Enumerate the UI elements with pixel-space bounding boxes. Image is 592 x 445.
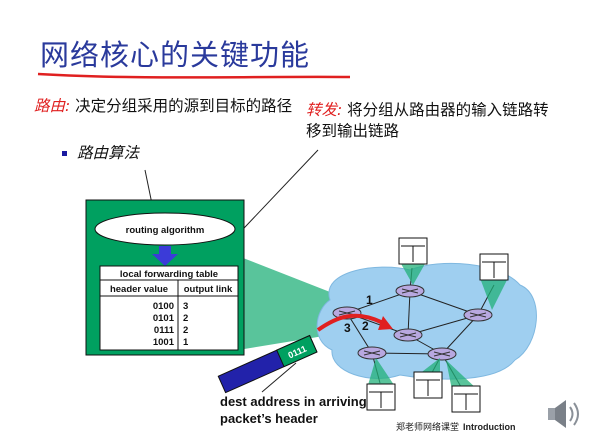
caption-line: packet’s header [220, 411, 318, 426]
forwarding-arrowhead [378, 316, 393, 330]
routing-pointer-line [144, 169, 153, 205]
table-cell: 0111 [154, 325, 175, 336]
router-icon [393, 328, 423, 342]
forwarding-description: 将分组从路由器的输入链路转移到输出链路 [306, 101, 549, 140]
table-cell: 2 [183, 313, 188, 324]
table-cell: 0100 [153, 301, 174, 312]
footer-section: Introduction [463, 422, 516, 432]
host-icon [398, 237, 428, 285]
host-icon [446, 360, 481, 413]
algorithm-ellipse [94, 212, 236, 246]
bullet-text: 路由算法 [77, 144, 140, 162]
router-icon [463, 308, 493, 322]
title-underline [37, 72, 351, 79]
routing-definition: 路由: 决定分组采用的源到目标的路径 [34, 96, 299, 117]
table-header-value: header value [110, 284, 168, 295]
host-icon [479, 253, 509, 310]
table-cell: 1001 [153, 337, 175, 348]
bullet-item: 路由算法 [62, 141, 139, 163]
forwarding-definition: 转发: 将分组从路由器的输入链路转移到输出链路 [306, 100, 556, 142]
router-icon [427, 347, 457, 361]
packet: 0111 [217, 334, 318, 394]
caption-pointer-line [261, 362, 297, 393]
router-icon [395, 284, 425, 298]
table-cell: 1 [183, 337, 189, 348]
bullet-square-icon [62, 151, 67, 156]
routing-description: 决定分组采用的源到目标的路径 [75, 97, 293, 115]
host-icon [413, 358, 443, 399]
link-number: 2 [362, 319, 369, 333]
table-header-link: output link [184, 284, 233, 295]
zoom-callout [238, 256, 336, 350]
slide-title: 网络核心的关键功能 [40, 38, 311, 72]
link-number: 3 [344, 321, 351, 335]
down-arrow-icon [152, 246, 178, 266]
link-number: 1 [366, 293, 373, 307]
table-cell: 2 [183, 325, 188, 336]
speaker-icon[interactable] [548, 400, 579, 428]
forwarding-label: 转发: [306, 101, 343, 119]
host-icon [366, 358, 396, 411]
caption-line: dest address in arriving [220, 394, 367, 409]
forwarding-arrow [316, 313, 386, 332]
router-icon [357, 346, 387, 360]
algorithm-label: routing algorithm [126, 225, 205, 236]
routing-label: 路由: [34, 97, 71, 115]
table-cell: 0101 [153, 313, 175, 324]
footer-author: 郑老师网络课堂 [396, 423, 460, 433]
dest-address-caption: dest address in arriving packet’s header [220, 393, 367, 427]
table-cell: 3 [183, 301, 188, 312]
table-title: local forwarding table [120, 269, 218, 280]
